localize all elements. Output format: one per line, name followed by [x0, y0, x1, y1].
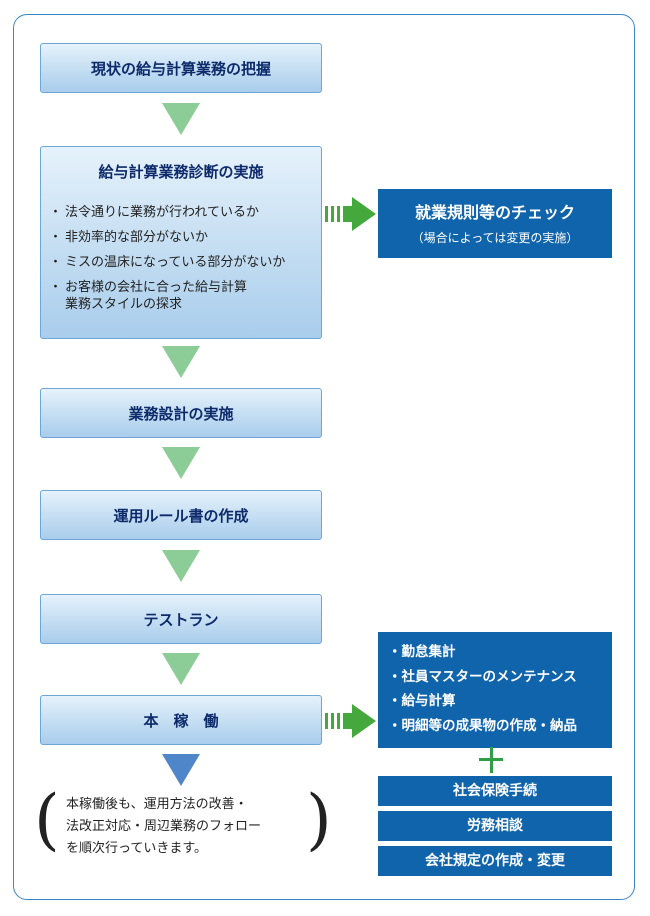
rules-check-subtitle: （場合によっては変更の実施）	[411, 231, 579, 245]
step-label: 運用ルール書の作成	[113, 507, 249, 525]
down-arrow-icon	[162, 550, 200, 582]
step-rulebook: 運用ルール書の作成	[40, 490, 322, 540]
list-item: お客様の会社に合った給与計算 業務スタイルの探求	[49, 279, 321, 313]
followup-note: ( 本稼働後も、運用方法の改善・ 法改正対応・周辺業務のフォロー を順次行ってい…	[34, 782, 332, 866]
service-item: ・給与計算	[388, 693, 456, 709]
diagnosis-list: 法令通りに業務が行われているか 非効率的な部分がないか ミスの温床になっている部…	[41, 204, 321, 313]
rules-check-title: 就業規則等のチェック	[414, 203, 575, 222]
step-go-live: 本 稼 働	[40, 695, 322, 745]
down-arrow-icon	[162, 447, 200, 479]
step-test-run: テストラン	[40, 594, 322, 644]
list-item: ミスの温床になっている部分がないか	[49, 254, 321, 271]
right-arrow-icon	[325, 704, 376, 738]
right-arrow-icon	[325, 197, 376, 231]
down-arrow-icon	[162, 103, 200, 135]
service-item: ・明細等の成果物の作成・納品	[388, 717, 577, 734]
step-label: 現状の給与計算業務の把握	[90, 60, 271, 78]
list-item: 法令通りに業務が行われているか	[49, 204, 321, 221]
down-arrow-icon	[162, 653, 200, 685]
extra-service-box: 会社規定の作成・変更	[378, 846, 612, 876]
plus-icon	[479, 747, 503, 773]
diagram-frame	[13, 14, 635, 900]
step-diagnosis: 給与計算業務診断の実施 法令通りに業務が行われているか 非効率的な部分がないか …	[40, 146, 322, 339]
step-label: 給与計算業務診断の実施	[98, 163, 264, 181]
followup-text: 本稼働後も、運用方法の改善・ 法改正対応・周辺業務のフォロー を順次行っていきま…	[66, 797, 262, 856]
extra-service-label: 労務相談	[467, 818, 523, 834]
list-item: 非効率的な部分がないか	[49, 229, 321, 246]
service-item: ・社員マスターのメンテナンス	[388, 668, 577, 685]
step-label: 業務設計の実施	[128, 405, 234, 423]
step-label: テストラン	[143, 611, 219, 629]
step-current-state: 現状の給与計算業務の把握	[40, 43, 322, 93]
extra-service-box: 社会保険手続	[378, 776, 612, 806]
step-business-design: 業務設計の実施	[40, 388, 322, 438]
down-arrow-icon	[162, 346, 200, 378]
step-label: 本 稼 働	[143, 712, 219, 730]
extra-service-label: 会社規定の作成・変更	[425, 853, 565, 869]
service-item: ・勤怠集計	[388, 644, 456, 660]
right-paren-icon: )	[306, 781, 332, 858]
rules-check-box: 就業規則等のチェック （場合によっては変更の実施）	[378, 189, 612, 258]
down-arrow-icon	[162, 754, 200, 786]
left-paren-icon: (	[34, 781, 60, 858]
extra-service-label: 社会保険手続	[453, 783, 537, 799]
services-box: ・勤怠集計 ・社員マスターのメンテナンス ・給与計算 ・明細等の成果物の作成・納…	[378, 632, 612, 748]
extra-service-box: 労務相談	[378, 811, 612, 841]
